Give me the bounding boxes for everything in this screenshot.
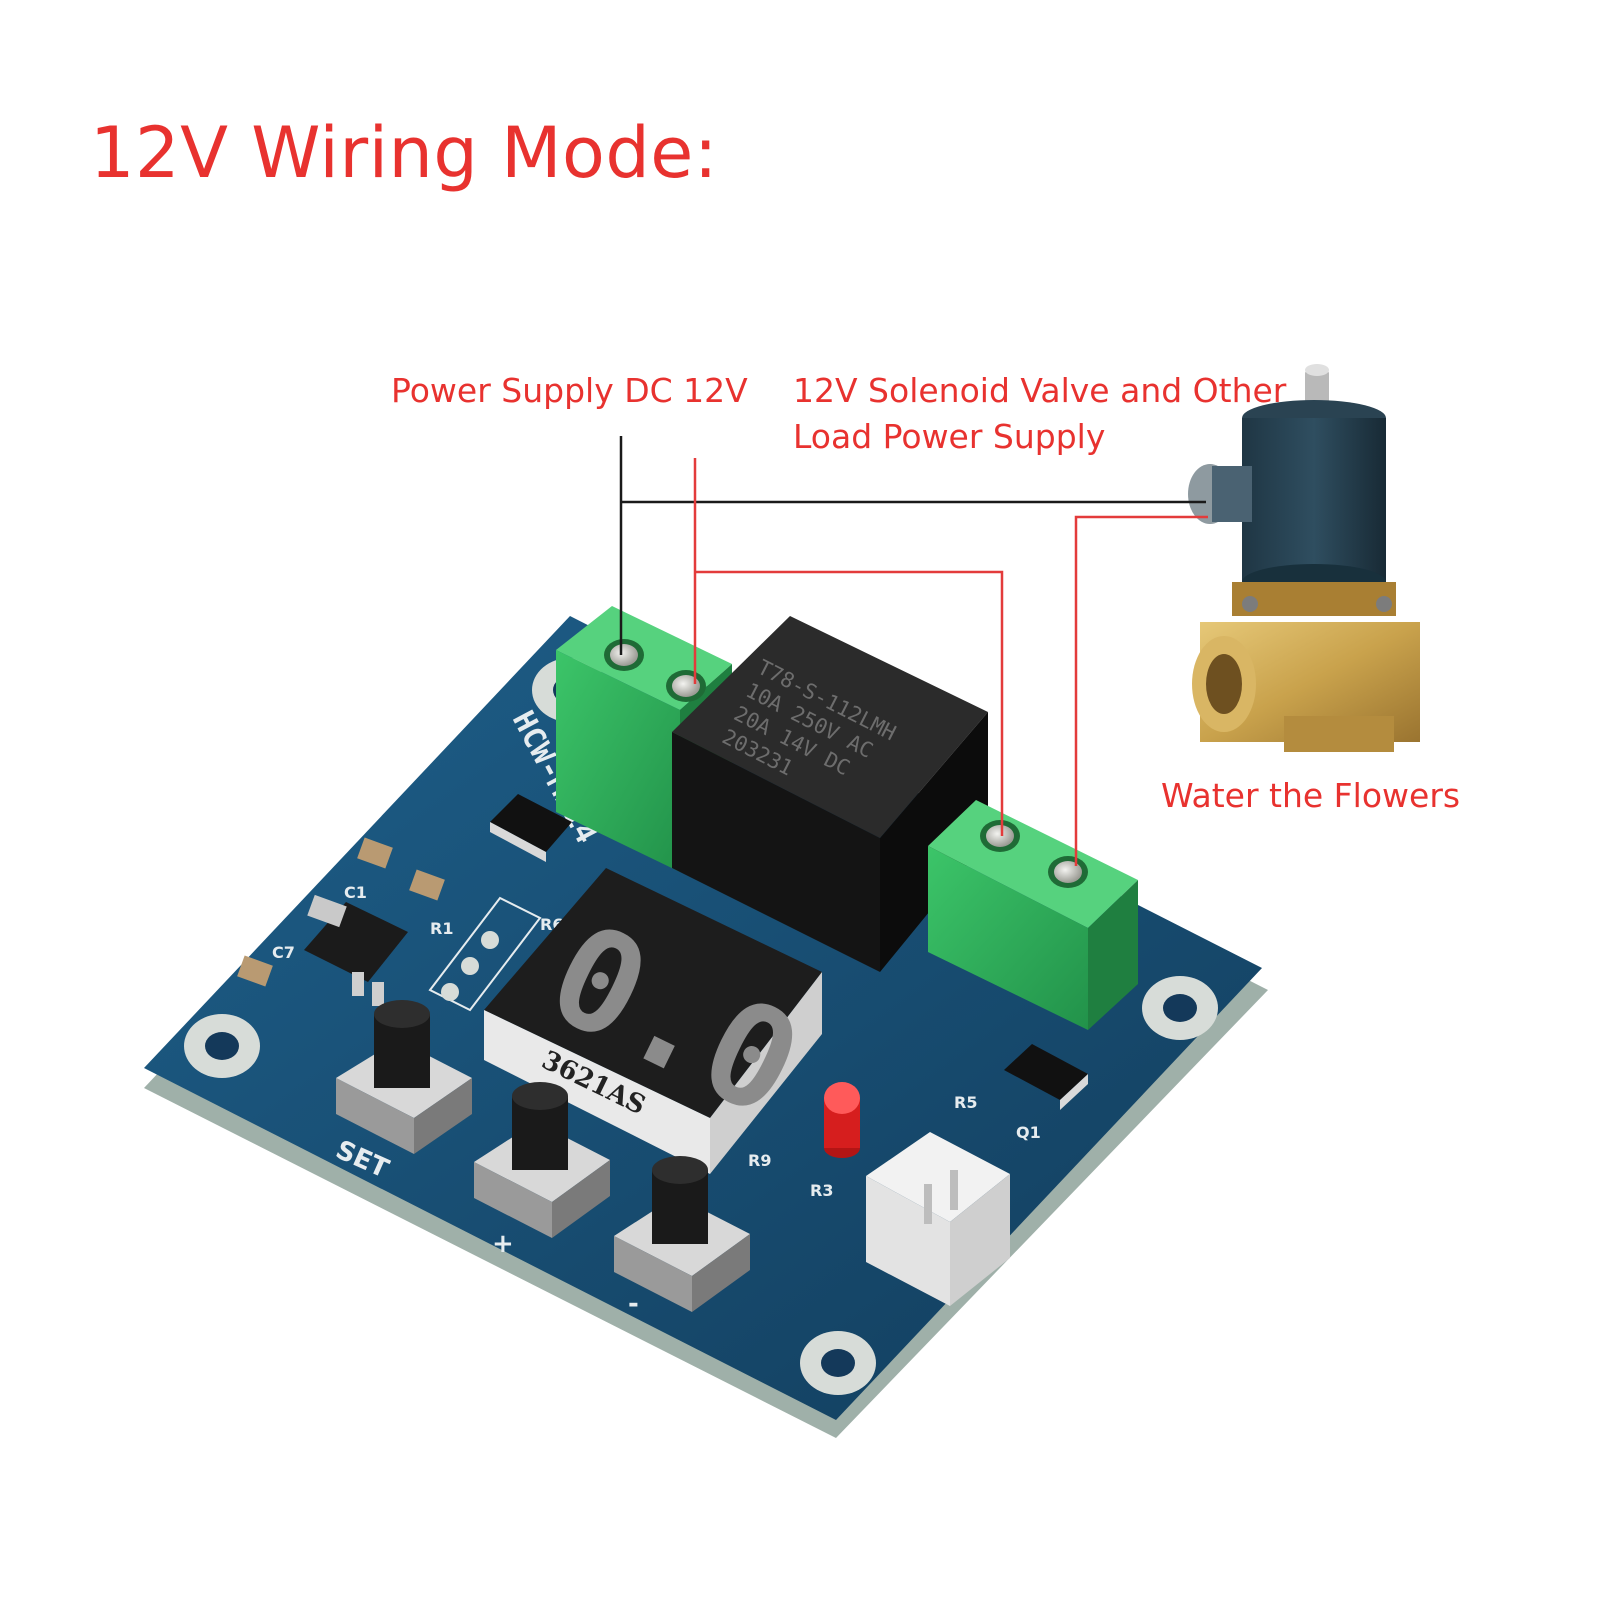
- label-c7: C7: [272, 943, 295, 962]
- controller-board: HCW-M214 T78-S-112LMH 10A 250V AC 20A 14…: [144, 606, 1268, 1438]
- diode: [1004, 1044, 1088, 1110]
- screw-terminal: [986, 825, 1014, 847]
- solenoid-valve: [1188, 364, 1420, 752]
- smd-capacitor: [237, 837, 445, 987]
- black-wires: [619, 436, 1206, 655]
- red-wires: [693, 458, 1208, 866]
- label-c1: C1: [344, 883, 367, 902]
- solenoid-label-line1: 12V Solenoid Valve and Other: [793, 371, 1287, 410]
- set-button[interactable]: [336, 1000, 472, 1154]
- label-r1: R1: [430, 919, 453, 938]
- label-q1: Q1: [1016, 1123, 1041, 1142]
- mounting-hole: [800, 1331, 876, 1395]
- label-r9: R9: [748, 1151, 771, 1170]
- label-r3: R3: [810, 1181, 833, 1200]
- plus-button[interactable]: [474, 1082, 610, 1238]
- solenoid-label-line2: Load Power Supply: [793, 416, 1106, 456]
- minus-button[interactable]: [614, 1156, 750, 1312]
- jumper-pads: [428, 896, 542, 1012]
- screw-terminal: [610, 644, 638, 666]
- power-supply-label: Power Supply DC 12V: [391, 371, 748, 410]
- plus-button-label: +: [492, 1229, 514, 1259]
- page-title: 12V Wiring Mode:: [90, 112, 718, 194]
- solenoid-supply-label: 12V Solenoid Valve and Other Load Power …: [793, 368, 1286, 459]
- output-terminal-block: [928, 800, 1138, 1030]
- screw-terminal: [672, 675, 700, 697]
- mounting-hole: [1142, 976, 1218, 1040]
- mounting-hole: [184, 1014, 260, 1078]
- sensor-connector: [866, 1132, 1010, 1306]
- screw-terminal: [1054, 861, 1082, 883]
- relay: T78-S-112LMH 10A 250V AC 20A 14V DC 2032…: [672, 616, 988, 972]
- water-flowers-label: Water the Flowers: [1161, 776, 1461, 815]
- label-r5: R5: [954, 1093, 977, 1112]
- minus-button-label: -: [628, 1289, 639, 1319]
- diode: [490, 794, 572, 862]
- status-led: [824, 1082, 860, 1158]
